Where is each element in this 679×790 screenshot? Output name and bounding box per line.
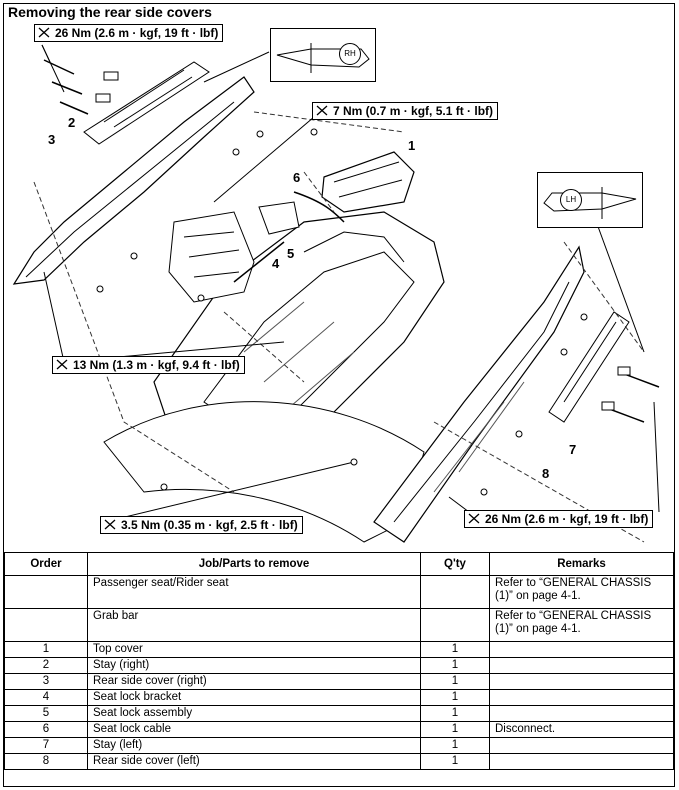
torque-wrench-icon — [468, 513, 480, 524]
cell-order: 6 — [4, 721, 88, 738]
cell-part: Seat lock cable — [87, 721, 421, 738]
cell-order: 2 — [4, 657, 88, 674]
cell-remarks — [489, 673, 674, 690]
cell-qty: 1 — [420, 753, 490, 770]
torque-value: 13 Nm (1.3 m · kgf, 9.4 ft · lbf) — [73, 358, 240, 372]
table-row: 6 Seat lock cable 1 Disconnect. — [4, 721, 674, 738]
cell-qty — [420, 608, 490, 642]
table-row: 1 Top cover 1 — [4, 641, 674, 658]
torque-callout-stay-left: 26 Nm (2.6 m · kgf, 19 ft · lbf) — [464, 510, 654, 528]
torque-wrench-icon — [316, 105, 328, 116]
cell-part: Rear side cover (left) — [87, 753, 421, 770]
torque-value: 26 Nm (2.6 m · kgf, 19 ft · lbf) — [485, 512, 649, 526]
table-row: Grab bar Refer to “GENERAL CHASSIS (1)” … — [4, 608, 674, 642]
table-row: 2 Stay (right) 1 — [4, 657, 674, 674]
cell-order — [4, 608, 88, 642]
torque-callout-stay-right: 26 Nm (2.6 m · kgf, 19 ft · lbf) — [34, 24, 224, 42]
torque-callout-cover: 3.5 Nm (0.35 m · kgf, 2.5 ft · lbf) — [100, 516, 303, 534]
inset-left-detail: LH — [537, 172, 643, 228]
page-title: Removing the rear side covers — [8, 4, 212, 20]
cell-remarks: Disconnect. — [489, 721, 674, 738]
cell-remarks — [489, 753, 674, 770]
cell-order: 5 — [4, 705, 88, 722]
torque-wrench-icon — [104, 519, 116, 530]
cell-part: Rear side cover (right) — [87, 673, 421, 690]
table-row: 7 Stay (left) 1 — [4, 737, 674, 754]
torque-value: 26 Nm (2.6 m · kgf, 19 ft · lbf) — [55, 26, 219, 40]
cell-order: 3 — [4, 673, 88, 690]
torque-callout-bracket: 7 Nm (0.7 m · kgf, 5.1 ft · lbf) — [312, 102, 499, 120]
cell-part: Top cover — [87, 641, 421, 658]
part-number-4: 4 — [272, 256, 280, 271]
inset-right-drawing — [276, 43, 370, 73]
table-row: 8 Rear side cover (left) 1 — [4, 753, 674, 770]
cell-qty: 1 — [420, 641, 490, 658]
table-row: 3 Rear side cover (right) 1 — [4, 673, 674, 690]
part-number-2: 2 — [68, 115, 76, 130]
parts-table: Order Job/Parts to remove Q'ty Remarks P… — [4, 552, 674, 770]
cell-remarks — [489, 737, 674, 754]
cell-qty: 1 — [420, 737, 490, 754]
table-header-row: Order Job/Parts to remove Q'ty Remarks — [4, 552, 674, 576]
cell-part: Grab bar — [87, 608, 421, 642]
page-frame — [3, 3, 675, 787]
cell-part: Stay (right) — [87, 657, 421, 674]
cell-qty: 1 — [420, 689, 490, 706]
torque-callout-frame: 13 Nm (1.3 m · kgf, 9.4 ft · lbf) — [52, 356, 245, 374]
column-header-remarks: Remarks — [489, 552, 674, 576]
cell-remarks: Refer to “GENERAL CHASSIS (1)” on page 4… — [489, 575, 674, 609]
inset-right-tag: RH — [339, 43, 361, 65]
cell-order — [4, 575, 88, 609]
cell-remarks: Refer to “GENERAL CHASSIS (1)” on page 4… — [489, 608, 674, 642]
cell-qty: 1 — [420, 673, 490, 690]
exploded-diagram: RH LH 26 Nm (2.6 m · kgf, 19 ft · lbf) 7… — [4, 22, 674, 550]
diagram-drawing — [12, 44, 660, 543]
inset-left-drawing — [543, 187, 637, 219]
table-row: 4 Seat lock bracket 1 — [4, 689, 674, 706]
cell-qty: 1 — [420, 657, 490, 674]
torque-wrench-icon — [56, 359, 68, 370]
cell-order: 8 — [4, 753, 88, 770]
cell-order: 4 — [4, 689, 88, 706]
part-number-3: 3 — [48, 132, 56, 147]
torque-value: 7 Nm (0.7 m · kgf, 5.1 ft · lbf) — [333, 104, 494, 118]
cell-remarks — [489, 689, 674, 706]
torque-value: 3.5 Nm (0.35 m · kgf, 2.5 ft · lbf) — [121, 518, 298, 532]
cell-order: 7 — [4, 737, 88, 754]
column-header-job-parts: Job/Parts to remove — [87, 552, 421, 576]
cell-part: Stay (left) — [87, 737, 421, 754]
cell-remarks — [489, 641, 674, 658]
table-row: Passenger seat/Rider seat Refer to “GENE… — [4, 575, 674, 609]
cell-remarks — [489, 705, 674, 722]
part-number-7: 7 — [569, 442, 577, 457]
column-header-qty: Q'ty — [420, 552, 490, 576]
cell-part: Seat lock bracket — [87, 689, 421, 706]
cell-qty: 1 — [420, 705, 490, 722]
inset-right-detail: RH — [270, 28, 376, 82]
part-number-6: 6 — [293, 170, 301, 185]
part-number-5: 5 — [287, 246, 295, 261]
column-header-order: Order — [4, 552, 88, 576]
cell-remarks — [489, 657, 674, 674]
table-row: 5 Seat lock assembly 1 — [4, 705, 674, 722]
cell-part: Passenger seat/Rider seat — [87, 575, 421, 609]
cell-part: Seat lock assembly — [87, 705, 421, 722]
inset-left-tag: LH — [560, 189, 582, 211]
cell-qty: 1 — [420, 721, 490, 738]
torque-wrench-icon — [38, 27, 50, 38]
cell-qty — [420, 575, 490, 609]
part-number-1: 1 — [408, 138, 416, 153]
part-number-8: 8 — [542, 466, 550, 481]
cell-order: 1 — [4, 641, 88, 658]
